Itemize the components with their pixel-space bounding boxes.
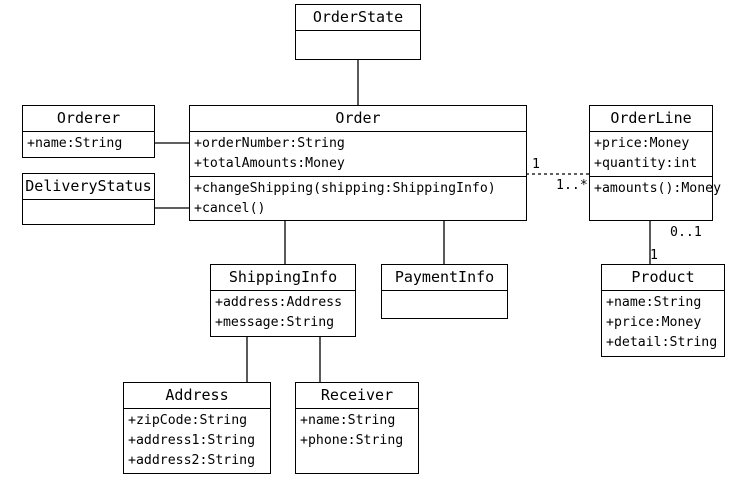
multiplicity-orderline-product-end: 0..1 [670,225,702,240]
class-name: PaymentInfo [382,265,507,291]
class-name: OrderLine [590,106,712,132]
attribute: +address2:String [128,453,256,468]
attribute: +orderNumber:String [194,136,345,151]
class-name: ShippingInfo [211,265,355,291]
class-shippinginfo: ShippingInfo +address:Address +message:S… [210,264,356,337]
operation: +amounts():Money [594,181,722,196]
attribute: +name:String [606,295,702,310]
class-orderer: Orderer +name:String [22,105,155,158]
attribute: +phone:String [300,433,404,448]
class-name: OrderState [296,5,420,31]
operation: +cancel() [194,201,266,216]
attribute: +zipCode:String [128,413,248,428]
attributes-section: +name:String +price:Money +detail:String [602,291,724,355]
class-name: Product [602,265,724,291]
operation: +changeShipping(shipping:ShippingInfo) [194,181,496,196]
attribute: +message:String [215,315,335,330]
class-name: Orderer [23,106,154,132]
class-deliverystatus: DeliveryStatus [22,173,155,225]
attributes-section: +price:Money +quantity:int [590,132,712,176]
attributes-section: +orderNumber:String +totalAmounts:Money [190,132,526,176]
class-orderline: OrderLine +price:Money +quantity:int +am… [589,105,722,221]
class-name: Order [190,106,526,132]
attribute: +name:String [300,413,396,428]
attributes-section: +zipCode:String +address1:String +addres… [124,409,270,473]
class-paymentinfo: PaymentInfo [381,264,508,319]
attribute: +address1:String [128,433,256,448]
multiplicity-order-end: 1 [532,157,540,172]
class-orderstate: OrderState [295,4,421,60]
attribute: +name:String [27,136,123,151]
operations-section: +amounts():Money [590,176,722,201]
attribute: +detail:String [606,335,718,350]
attribute: +address:Address [215,295,343,310]
class-name: Address [124,383,270,409]
attribute: +quantity:int [594,156,698,171]
multiplicity-orderline-end: 1..* [556,178,588,193]
class-order: Order +orderNumber:String +totalAmounts:… [189,105,527,221]
operations-section: +changeShipping(shipping:ShippingInfo) +… [190,176,526,221]
attributes-section: +name:String [23,132,154,156]
attributes-section: +address:Address +message:String [211,291,355,335]
class-receiver: Receiver +name:String +phone:String [295,382,419,474]
class-name: DeliveryStatus [23,174,154,200]
multiplicity-product-end: 1 [650,248,658,263]
attribute: +totalAmounts:Money [194,156,345,171]
attributes-section: +name:String +phone:String [296,409,418,453]
class-product: Product +name:String +price:Money +detai… [601,264,725,357]
class-address: Address +zipCode:String +address1:String… [123,382,271,474]
class-name: Receiver [296,383,418,409]
attribute: +price:Money [606,315,702,330]
attribute: +price:Money [594,136,690,151]
